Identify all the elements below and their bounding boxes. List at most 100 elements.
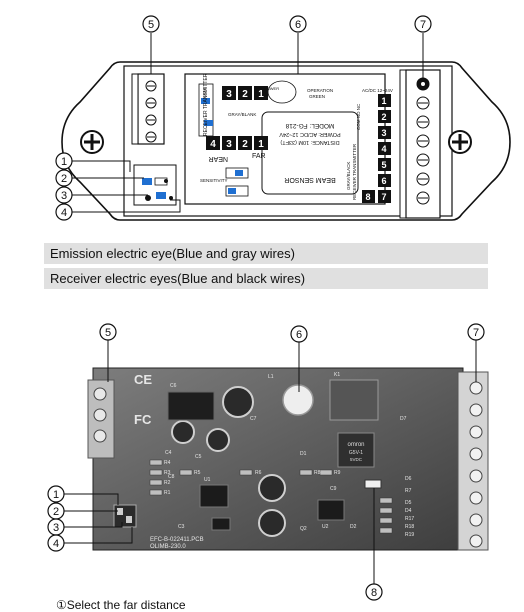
pcb-right-terminal	[457, 371, 489, 551]
pcb-resistors	[149, 459, 393, 534]
part-r19: R19	[405, 532, 414, 538]
bottom-digit-1: 4	[210, 139, 216, 150]
part-k1: K1	[334, 372, 340, 378]
receiver-transmitter-right-label: RECEIVER TRANSMITTER	[352, 143, 357, 200]
part-u1: U1	[204, 477, 211, 483]
right-digit-6: 6	[381, 176, 386, 186]
pcb-regulator	[329, 379, 379, 421]
right-digit-8: 8	[365, 192, 370, 202]
part-r8: R8	[314, 470, 321, 476]
part-d6: D6	[405, 476, 412, 482]
callout-4-bottom-label: 4	[53, 538, 59, 550]
pcb-inductor	[167, 391, 215, 421]
right-digit-5: 5	[381, 160, 386, 170]
near-label: NEAR	[209, 155, 228, 162]
footnote: ①Select the far distance	[56, 598, 186, 612]
pcb-capacitors	[171, 384, 314, 537]
callout-7-bottom	[467, 323, 485, 341]
green-label: GREEN	[309, 94, 325, 99]
callout-6-bottom-label: 6	[296, 329, 302, 341]
pcb-left-terminal	[87, 379, 115, 459]
leader-lines-top	[72, 33, 424, 213]
callout-6-label: 6	[295, 19, 301, 31]
part-r9: R9	[334, 470, 341, 476]
part-q2: Q2	[300, 526, 307, 532]
beam-sensor-label: BEAM SENSOR	[284, 176, 335, 183]
pcb-switch-8	[364, 479, 382, 489]
part-r5: R5	[194, 470, 201, 476]
sensitivity-label: SENSITIVITY	[200, 178, 228, 183]
part-d7: D7	[400, 416, 407, 422]
callout-1-label: 1	[61, 156, 67, 168]
part-r7: R7	[405, 488, 412, 494]
operation-label: OPERATION	[307, 88, 333, 93]
callout-3-top	[55, 186, 73, 204]
relay-brand: omron	[347, 442, 364, 448]
relay-voltage: 5VDC	[350, 457, 363, 462]
power-label: POWER: AC/DC 12~24V	[279, 131, 341, 137]
part-c5: C5	[195, 454, 202, 460]
part-d5: D5	[405, 500, 412, 506]
safe-label: SAFE	[202, 87, 207, 98]
jumper-area	[133, 164, 177, 206]
far-label: FAR	[252, 153, 266, 160]
housing-diagram: 5 6 7 1 2 3 4 RECEIVER TRANSMITTER SAFE …	[55, 15, 511, 221]
leader-lines-bottom	[64, 340, 477, 584]
top-digit-2: 2	[242, 89, 248, 100]
part-c3: C3	[178, 524, 185, 530]
bottom-digit-4: 1	[258, 139, 264, 150]
part-c6: C6	[170, 383, 177, 389]
part-r18: R18	[405, 524, 414, 530]
housing-outline	[61, 61, 511, 221]
callout-6-bottom	[290, 325, 308, 343]
screw-icon-right	[448, 130, 472, 154]
callout-3-label: 3	[61, 190, 67, 202]
right-digit-4: 4	[381, 144, 386, 154]
board-code-2: OLIMB-230.0	[150, 544, 186, 550]
callout-7-top	[414, 15, 432, 33]
receiver-band: Receiver electric eyes(Blue and black wi…	[44, 268, 488, 289]
part-l1: L1	[268, 374, 274, 380]
pcb-crystal	[211, 517, 231, 531]
right-terminal-block	[362, 69, 441, 219]
part-r2: R2	[164, 480, 171, 486]
callout-8-bottom	[365, 583, 383, 601]
callout-5-bottom-label: 5	[105, 327, 111, 339]
right-digit-1: 1	[381, 96, 386, 106]
callout-4-bottom	[47, 534, 65, 552]
right-digit-2: 2	[381, 112, 386, 122]
right-digit-3: 3	[381, 128, 386, 138]
model-label: MODEL: FG-218	[285, 122, 334, 129]
callout-3-bottom-label: 3	[53, 522, 59, 534]
callout-7-bottom-label: 7	[473, 327, 479, 339]
pcb-part-labels: C6 C5 C4 C3 C7 C9 R4 R3 R2 R6 R1 R5 R8 R…	[164, 372, 414, 538]
emission-band: Emission electric eye(Blue and gray wire…	[44, 243, 488, 264]
power-indicator-label: POWER	[264, 86, 279, 91]
pcb-ic-u2	[317, 499, 345, 521]
fc-mark: FC	[134, 412, 152, 427]
part-c9: C9	[330, 486, 337, 492]
part-d2: D2	[350, 524, 357, 530]
top-digit-1: 3	[226, 89, 232, 100]
callout-4-top	[55, 203, 73, 221]
callout-1-bottom	[47, 485, 65, 503]
com-no-nc-label: COM NO NC	[356, 103, 361, 130]
part-r1: R1	[164, 490, 171, 496]
callout-5-label: 5	[148, 19, 154, 31]
receiver-transmitter-label: RECEIVER TRANSMITTER	[203, 73, 209, 136]
part-c7: C7	[250, 416, 257, 422]
part-r17: R17	[405, 516, 414, 522]
callout-4-label: 4	[61, 207, 67, 219]
distance-label: DISTANCE: 10M (33FT)	[280, 139, 339, 145]
callout-6-top	[289, 15, 307, 33]
callout-2-top	[55, 169, 73, 187]
callout-5-bottom	[99, 323, 117, 341]
part-d4: D4	[405, 508, 412, 514]
callout-8-bottom-label: 8	[371, 587, 377, 599]
right-digit-7: 7	[381, 192, 386, 202]
part-r4: R4	[164, 460, 171, 466]
board-code: EFC-B-022411.PCB	[150, 537, 204, 543]
left-terminal-block	[131, 73, 165, 145]
acdc-label: AC/DC 12~24V	[362, 88, 393, 93]
